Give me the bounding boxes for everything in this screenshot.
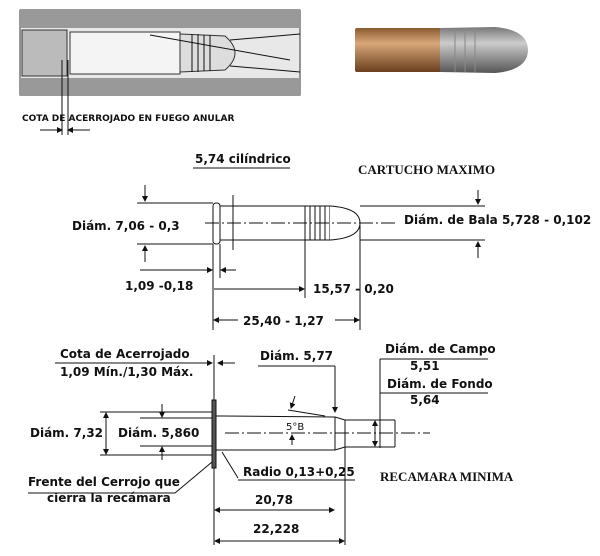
- bullet-diameter-label: Diám. de Bala 5,728 - 0,102: [404, 213, 591, 227]
- length-22228-label: 22,228: [253, 522, 299, 536]
- bolt-face-label-1: Frente del Cerrojo que: [28, 475, 180, 489]
- case-length-label: 15,57 - 0,20: [313, 282, 394, 296]
- headspace-label: Cota de Acerrojado: [60, 347, 190, 361]
- diam-577-label: Diám. 5,77: [260, 349, 333, 363]
- overall-length-label: 25,40 - 1,27: [243, 314, 324, 328]
- bolt-face-label-2: cierra la recámara: [47, 491, 171, 505]
- groove-diameter-value: 5,64: [410, 393, 440, 407]
- taper-angle-label: 5°B: [286, 422, 304, 433]
- length-2078-label: 20,78: [255, 493, 293, 507]
- bolt-face: [211, 399, 217, 469]
- diam-5860-label: Diám. 5,860: [118, 426, 199, 440]
- rim-diameter-label: Diám. 7,06 - 0,3: [72, 219, 180, 233]
- chamber-min-drawing: Cota de Acerrojado 1,09 Mín./1,30 Máx. D…: [28, 342, 514, 545]
- rimfire-section-drawing: COTA DE ACERROJADO EN FUEGO ANULAR: [19, 9, 301, 135]
- radius-label: Radio 0,13+0,25: [243, 465, 355, 479]
- land-diameter-value: 5,51: [410, 359, 440, 373]
- cylindrical-label: 5,74 cilíndrico: [195, 152, 291, 166]
- cartridge-title: CARTUCHO MAXIMO: [358, 162, 495, 177]
- land-diameter-label: Diám. de Campo: [385, 342, 496, 356]
- cartridge-max-drawing: 5,74 cilíndrico CARTUCHO MAXIMO Diám. 7,…: [72, 152, 591, 330]
- diam-732-label: Diám. 7,32: [30, 426, 103, 440]
- chamber-title: RECAMARA MINIMA: [380, 469, 514, 484]
- cartridge-photo: [355, 27, 528, 73]
- groove-diameter-label: Diám. de Fondo: [387, 377, 493, 391]
- headspace-value: 1,09 Mín./1,30 Máx.: [60, 365, 193, 379]
- rimfire-caption: COTA DE ACERROJADO EN FUEGO ANULAR: [22, 114, 234, 124]
- rim-thickness-label: 1,09 -0,18: [125, 279, 193, 293]
